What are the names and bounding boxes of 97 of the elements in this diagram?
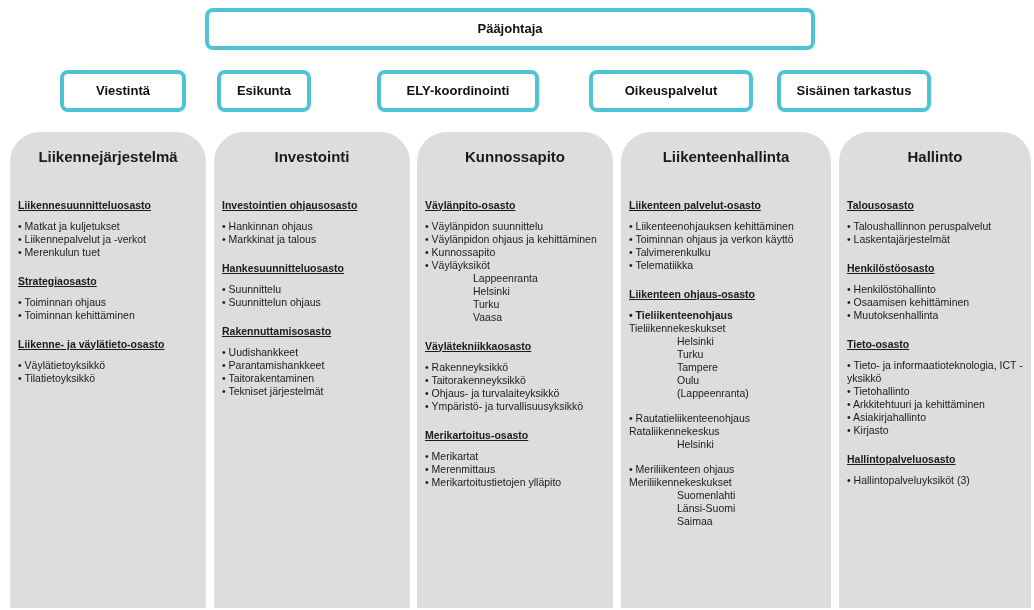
section-heading: Strategiaosasto bbox=[18, 274, 98, 288]
section-heading: Hallintopalveluosasto bbox=[847, 452, 957, 466]
list-item: • Meriliikenteen ohjaus bbox=[629, 462, 736, 476]
list-item: • Merikartoitustietojen ylläpito bbox=[425, 475, 563, 489]
list-item: • Väylänpidon ohjaus ja kehittäminen bbox=[425, 232, 598, 246]
column-title: Liikenteenhallinta bbox=[661, 147, 791, 167]
list-item: • Rautatieliikenteenohjaus bbox=[629, 411, 751, 425]
list-item: • Liikennepalvelut ja -verkot bbox=[18, 232, 147, 246]
section-heading: Henkilöstöosasto bbox=[847, 261, 936, 275]
list-item: • Telematiikka bbox=[629, 258, 695, 272]
list-item: • Ympäristö- ja turvallisuusyksikkö bbox=[425, 399, 585, 413]
list-item: • Parantamishankkeet bbox=[222, 358, 326, 372]
department-column bbox=[839, 132, 1031, 608]
list-item: • Väylätietoyksikkö bbox=[18, 358, 107, 372]
unit-box bbox=[60, 70, 186, 112]
list-item: Helsinki bbox=[676, 437, 715, 451]
section-heading: Väylätekniikkaosasto bbox=[425, 339, 533, 353]
section-heading: Liikenteen palvelut-osasto bbox=[629, 198, 762, 212]
list-item: • Muutoksenhallinta bbox=[847, 308, 940, 322]
list-item: • Toiminnan ohjaus ja verkon käyttö bbox=[629, 232, 795, 246]
section-heading: Liikenteen ohjaus-osasto bbox=[629, 287, 757, 301]
box-label: Esikunta bbox=[236, 82, 292, 101]
section-heading: Liikenne- ja väylätieto-osasto bbox=[18, 337, 166, 351]
list-item: Turku bbox=[676, 347, 705, 361]
unit-box bbox=[777, 70, 931, 112]
list-item: Saimaa bbox=[676, 514, 714, 528]
director-box bbox=[205, 8, 815, 50]
list-item: • Henkilöstöhallinto bbox=[847, 282, 937, 296]
section-heading: Rakennuttamisosasto bbox=[222, 324, 333, 338]
section-heading: Hankesuunnitteluosasto bbox=[222, 261, 345, 275]
list-item: Tieliikennekeskukset bbox=[629, 321, 727, 335]
department-column bbox=[417, 132, 613, 608]
list-item: • Toiminnan ohjaus bbox=[18, 295, 108, 309]
list-item: • Merikartat bbox=[425, 449, 480, 463]
list-item: Turku bbox=[472, 297, 501, 311]
list-item: • Väylänpidon suunnittelu bbox=[425, 219, 545, 233]
list-item: • Taitorakenneyksikkö bbox=[425, 373, 527, 387]
section-heading: Liikennesuunnitteluosasto bbox=[18, 198, 152, 212]
list-item: • Liikenteenohjauksen kehittäminen bbox=[629, 219, 795, 233]
list-item: • Suunnittelu bbox=[222, 282, 283, 296]
list-item: • Kirjasto bbox=[847, 423, 890, 437]
list-item: Rataliikennekeskus bbox=[629, 424, 721, 438]
box-label: Oikeuspalvelut bbox=[624, 82, 718, 101]
list-item: • Arkkitehtuuri ja kehittäminen bbox=[847, 397, 986, 411]
list-item: • Uudishankkeet bbox=[222, 345, 300, 359]
list-item: Meriliikennekeskukset bbox=[629, 475, 733, 489]
list-item: • Matkat ja kuljetukset bbox=[18, 219, 121, 233]
list-item: • Tietohallinto bbox=[847, 384, 911, 398]
list-item: Helsinki bbox=[676, 334, 715, 348]
column-title: Investointi bbox=[273, 147, 351, 167]
list-item: • Suunnittelun ohjaus bbox=[222, 295, 322, 309]
list-item: • Ohjaus- ja turvalaiteyksikkö bbox=[425, 386, 561, 400]
section-heading: Merikartoitus-osasto bbox=[425, 428, 530, 442]
box-label: ELY-koordinointi bbox=[406, 82, 510, 101]
list-item: • Talvimerenkulku bbox=[629, 245, 712, 259]
section-heading: Tieto-osasto bbox=[847, 337, 911, 351]
unit-box bbox=[217, 70, 311, 112]
list-item: Lappeenranta bbox=[472, 271, 539, 285]
box-label: Sisäinen tarkastus bbox=[796, 82, 912, 101]
box-label: Viestintä bbox=[96, 82, 150, 101]
section-heading: Väylänpito-osasto bbox=[425, 198, 517, 212]
list-item: • Asiakirjahallinto bbox=[847, 410, 927, 424]
list-item: • Tekniset järjestelmät bbox=[222, 384, 325, 398]
list-item: • Laskentajärjestelmät bbox=[847, 232, 951, 246]
list-item: • Markkinat ja talous bbox=[222, 232, 318, 246]
list-item: Suomenlahti bbox=[676, 488, 737, 502]
list-item: • Väyläyksiköt bbox=[425, 258, 491, 272]
column-title: Hallinto bbox=[906, 147, 964, 167]
department-column bbox=[214, 132, 410, 608]
list-item: • Tieliikenteenohjaus bbox=[629, 308, 734, 322]
list-item: • Merenmittaus bbox=[425, 462, 497, 476]
list-item: • Hallintopalveluyksiköt (3) bbox=[847, 473, 971, 487]
department-column bbox=[10, 132, 206, 608]
list-item: Tampere bbox=[676, 360, 719, 374]
list-item: • Kunnossapito bbox=[425, 245, 497, 259]
section-heading: Investointien ohjausosasto bbox=[222, 198, 359, 212]
list-item: • Taitorakentaminen bbox=[222, 371, 316, 385]
list-item: • Merenkulun tuet bbox=[18, 245, 101, 259]
list-item: Oulu bbox=[676, 373, 701, 387]
list-item: • Osaamisen kehittäminen bbox=[847, 295, 971, 309]
column-title: Kunnossapito bbox=[464, 147, 566, 167]
list-item: • Hankinnan ohjaus bbox=[222, 219, 314, 233]
unit-box bbox=[377, 70, 539, 112]
list-item: • Taloushallinnon peruspalvelut bbox=[847, 219, 993, 233]
list-item: (Lappeenranta) bbox=[676, 386, 750, 400]
list-item: Helsinki bbox=[472, 284, 511, 298]
column-title: Liikennejärjestelmä bbox=[37, 147, 179, 167]
list-item: • Tilatietoyksikkö bbox=[18, 371, 97, 385]
list-item: Vaasa bbox=[472, 310, 503, 324]
list-item: • Tieto- ja informaatioteknologia, ICT -yksikkö bbox=[847, 358, 1023, 385]
list-item: • Rakenneyksikkö bbox=[425, 360, 510, 374]
list-item: • Toiminnan kehittäminen bbox=[18, 308, 136, 322]
section-heading: Talousosasto bbox=[847, 198, 915, 212]
department-column bbox=[621, 132, 831, 608]
box-label: Pääjohtaja bbox=[477, 20, 543, 39]
unit-box bbox=[589, 70, 753, 112]
list-item: Länsi-Suomi bbox=[676, 501, 737, 515]
